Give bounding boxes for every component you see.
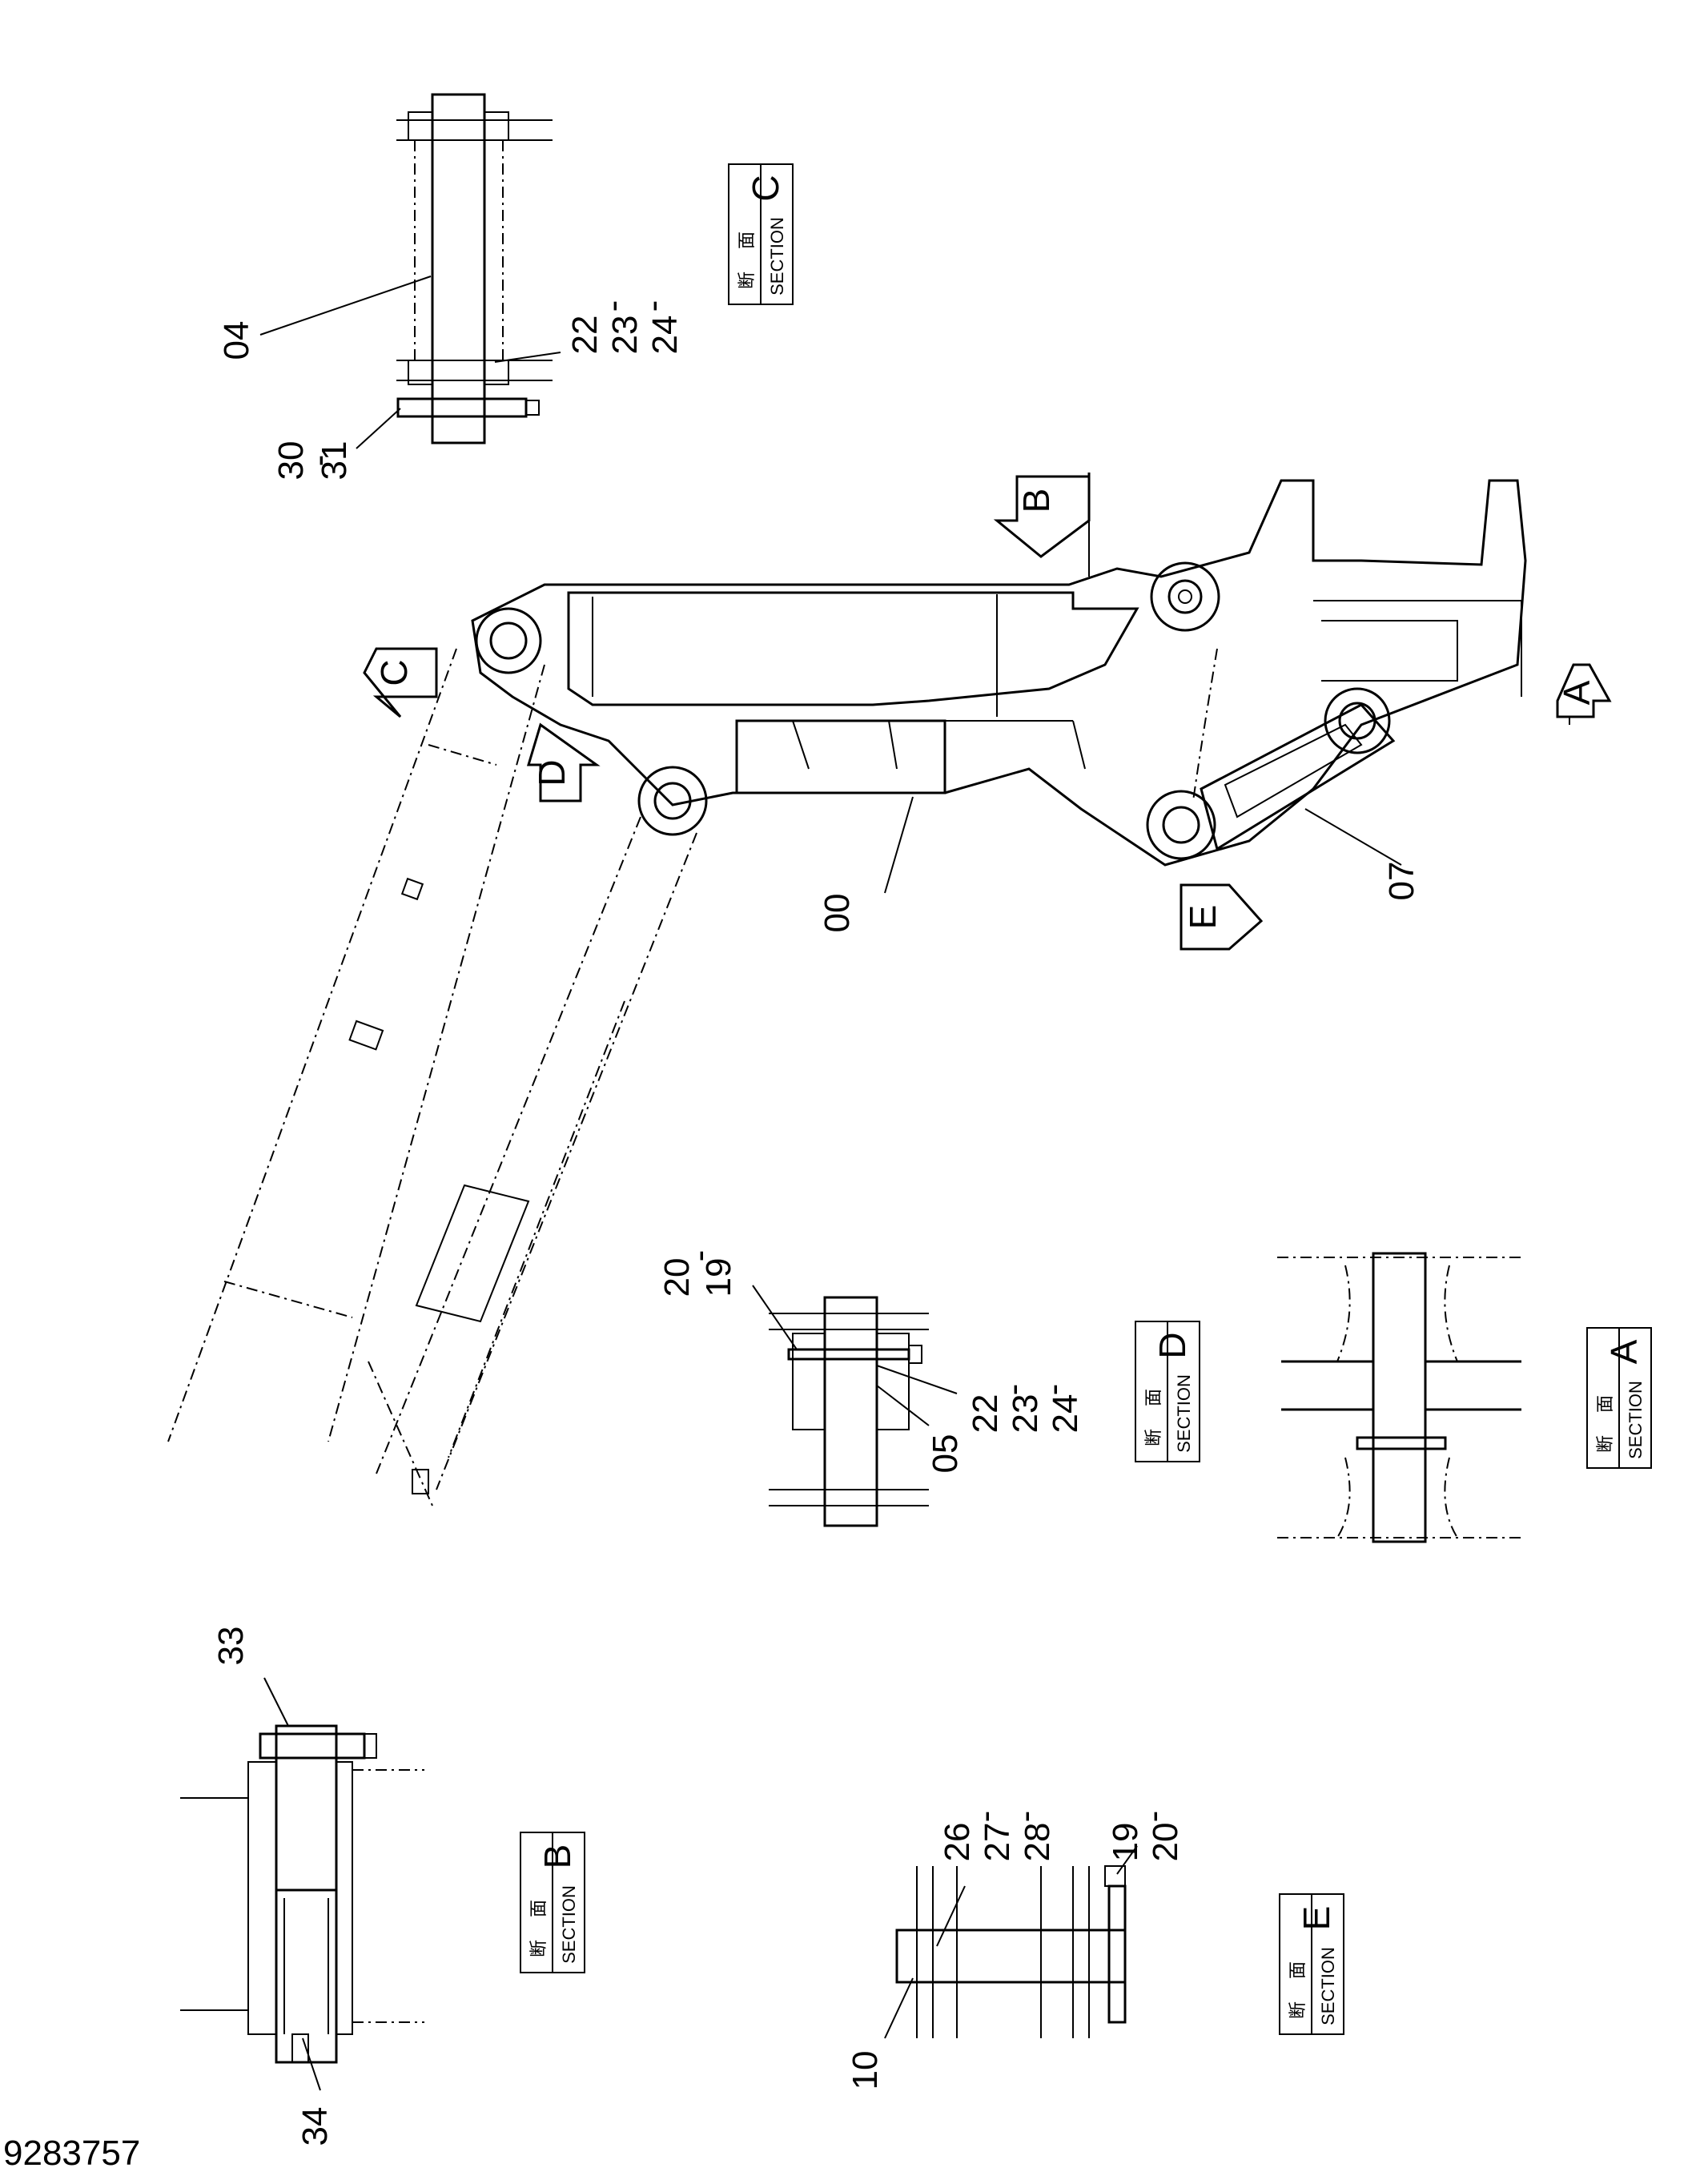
dash-c2: - (633, 300, 673, 312)
part-label-20-e: 20 (1146, 1823, 1185, 1862)
part-label-24-c: 24 (645, 316, 685, 355)
section-d-word: SECTION (1174, 1374, 1194, 1453)
part-label-19-d: 19 (699, 1258, 738, 1297)
part-label-05: 05 (926, 1434, 965, 1474)
part-label-28: 28 (1018, 1823, 1057, 1862)
section-c-jp2: 面 (737, 231, 758, 249)
section-e-jp2: 面 (1288, 1961, 1308, 1979)
section-e-jp1: 断 (1288, 2001, 1308, 2019)
section-title-c: 断 面 SECTION C (728, 163, 794, 305)
dash-d1: - (680, 1250, 719, 1262)
part-label-26: 26 (938, 1823, 977, 1862)
section-arrow-a-label: A (1556, 680, 1597, 705)
section-c-detail (259, 93, 561, 449)
dash-d3: - (1034, 1384, 1073, 1396)
section-b-jp2: 面 (529, 1900, 549, 1917)
section-e-letter: E (1296, 1906, 1337, 1931)
part-label-22-c: 22 (565, 316, 605, 355)
part-label-00: 00 (818, 894, 857, 933)
dash-30-31: - (299, 455, 339, 467)
dash-e2: - (1006, 1811, 1045, 1823)
section-c-jp1: 断 (737, 271, 758, 289)
section-e-word: SECTION (1318, 1947, 1338, 2025)
part-label-07: 07 (1382, 862, 1421, 901)
section-c-letter: C (745, 175, 786, 201)
section-arrow-e-label: E (1182, 905, 1224, 930)
section-a-letter: A (1603, 1339, 1645, 1364)
section-b-word: SECTION (559, 1885, 579, 1964)
document-number: 9283757 (3, 2134, 141, 2173)
dash-d2: - (994, 1384, 1033, 1396)
boom-assembly (167, 479, 1527, 1506)
part-label-30: 30 (271, 441, 311, 481)
part-label-22-d: 22 (966, 1394, 1005, 1434)
section-d-detail (752, 1285, 958, 1527)
section-title-d: 断 面 SECTION D (1135, 1321, 1200, 1462)
section-a-word: SECTION (1626, 1381, 1646, 1459)
section-d-jp1: 断 (1144, 1429, 1164, 1446)
part-label-34: 34 (295, 2107, 335, 2146)
section-a-jp2: 面 (1596, 1395, 1616, 1413)
section-b-detail (180, 1677, 424, 2091)
part-label-33: 33 (211, 1627, 251, 1666)
section-b-letter: B (537, 1844, 578, 1869)
dash-e3: - (1134, 1811, 1173, 1823)
section-title-b: 断 面 SECTION B (520, 1832, 585, 1973)
section-b-jp1: 断 (529, 1940, 549, 1957)
section-arrow-c-label: C (373, 659, 415, 686)
section-c-word: SECTION (767, 217, 787, 296)
part-label-23-c: 23 (605, 316, 645, 355)
section-arrow-c: C (363, 647, 438, 718)
part-label-27: 27 (978, 1823, 1017, 1862)
section-title-a: 断 面 SECTION A (1586, 1327, 1652, 1469)
dash-e1: - (966, 1811, 1005, 1823)
section-d-letter: D (1151, 1332, 1193, 1358)
section-arrow-b: B (993, 473, 1091, 577)
part-label-24-d: 24 (1046, 1394, 1085, 1434)
part-label-20-d: 20 (657, 1258, 697, 1297)
section-a-detail (1277, 1252, 1521, 1543)
part-label-23-d: 23 (1006, 1394, 1045, 1434)
section-arrow-d: D (526, 722, 601, 802)
section-title-e: 断 面 SECTION E (1279, 1893, 1344, 2035)
part-label-19-e: 19 (1106, 1823, 1145, 1862)
section-e-detail (884, 1845, 1138, 2039)
section-arrow-d-label: D (531, 759, 573, 786)
part-label-04: 04 (217, 321, 256, 360)
section-arrow-e: E (1180, 883, 1264, 951)
part-label-10: 10 (846, 2051, 885, 2090)
section-d-jp2: 面 (1144, 1389, 1164, 1406)
dash-c1: - (593, 300, 633, 312)
section-arrow-a: A (1556, 663, 1612, 725)
part-label-31: 31 (315, 441, 354, 481)
section-a-jp1: 断 (1596, 1435, 1616, 1453)
part-labels: 04 22 - 23 - 24 30 - 31 00 07 20 - 19 22… (211, 300, 1421, 2146)
section-arrow-b-label: B (1015, 489, 1057, 513)
